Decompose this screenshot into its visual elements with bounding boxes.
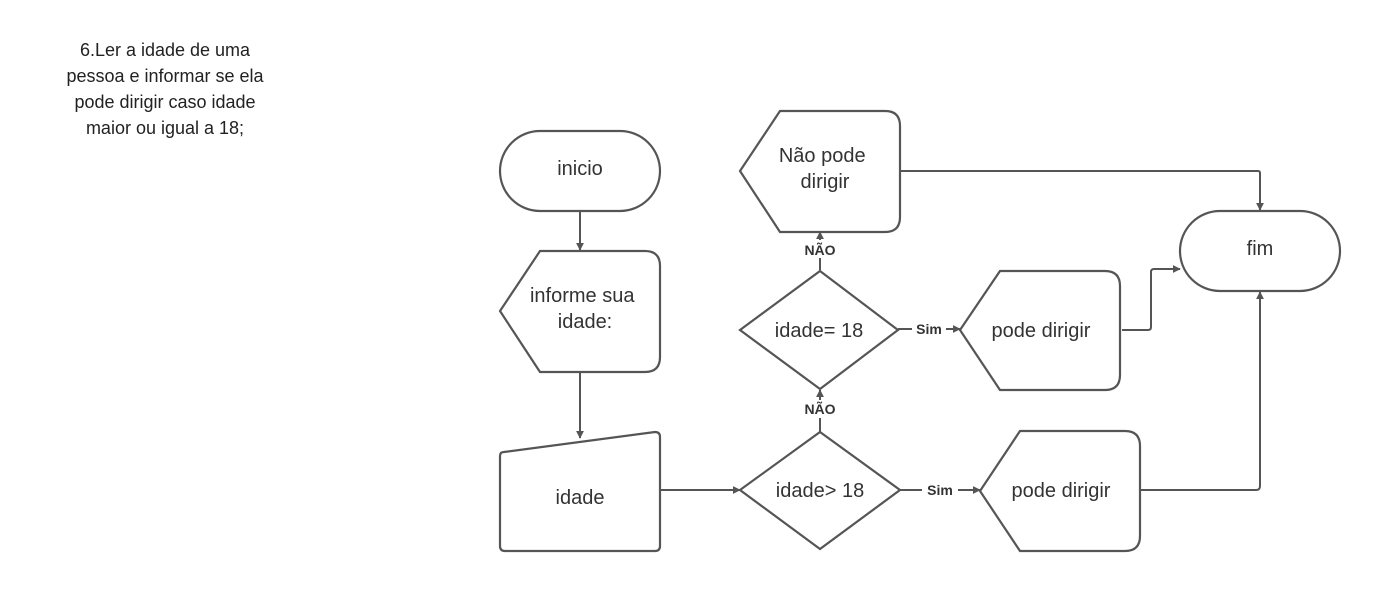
edge-label-bg [922, 481, 958, 499]
display-informe-shape [498, 249, 662, 374]
task-line: maior ou igual a 18; [85, 118, 245, 138]
display-pode1-shape [958, 269, 1122, 392]
task-line: pode dirigir caso idade [74, 92, 256, 112]
node-input-idade-label: idade [556, 487, 605, 509]
node-informe-line: idade: [558, 311, 613, 333]
task-description: 6.Ler a idade de uma pessoa e informar s… [20, 37, 310, 141]
node-informe-label: informe sua idade: [530, 285, 640, 333]
node-informe-line: informe sua [530, 285, 635, 307]
display-pode2-shape [978, 429, 1142, 553]
edge-label-nao-top: NÃO [804, 241, 835, 258]
node-pode2-label: pode dirigir [1012, 480, 1111, 502]
terminator-fim-shape [1178, 209, 1342, 293]
edge-label-bg [912, 320, 946, 338]
node-inicio-label: inicio [557, 158, 603, 180]
display-naopode-shape [738, 109, 902, 234]
manual-input-idade-shape [498, 430, 662, 553]
node-pode1-label: pode dirigir [992, 320, 1091, 342]
edge-naopode-fim [900, 170, 1264, 211]
node-naopode-line: Não pode [779, 145, 866, 167]
edge-label-bg [798, 240, 842, 258]
node-decision-maior-label: idade> 18 [776, 480, 864, 502]
edge-pode1-fim [1122, 265, 1181, 331]
decision-maior-shape [738, 430, 902, 551]
edge-label-sim-bottom: Sim [927, 482, 953, 498]
edge-label-nao-bottom: NÃO [804, 400, 835, 417]
node-naopode-line: dirigir [801, 171, 850, 193]
task-line: 6.Ler a idade de uma [79, 40, 251, 60]
decision-igual-shape [738, 269, 900, 391]
node-naopode-label: Não pode dirigir [779, 145, 871, 193]
edge-label-bg [798, 400, 842, 418]
terminator-inicio-shape [498, 129, 662, 213]
task-line: pessoa e informar se ela [66, 66, 264, 86]
edge-pode2-fim [1140, 291, 1264, 491]
node-fim-label: fim [1247, 238, 1274, 260]
node-decision-igual-label: idade= 18 [775, 320, 863, 342]
edge-label-sim-top: Sim [916, 321, 942, 337]
